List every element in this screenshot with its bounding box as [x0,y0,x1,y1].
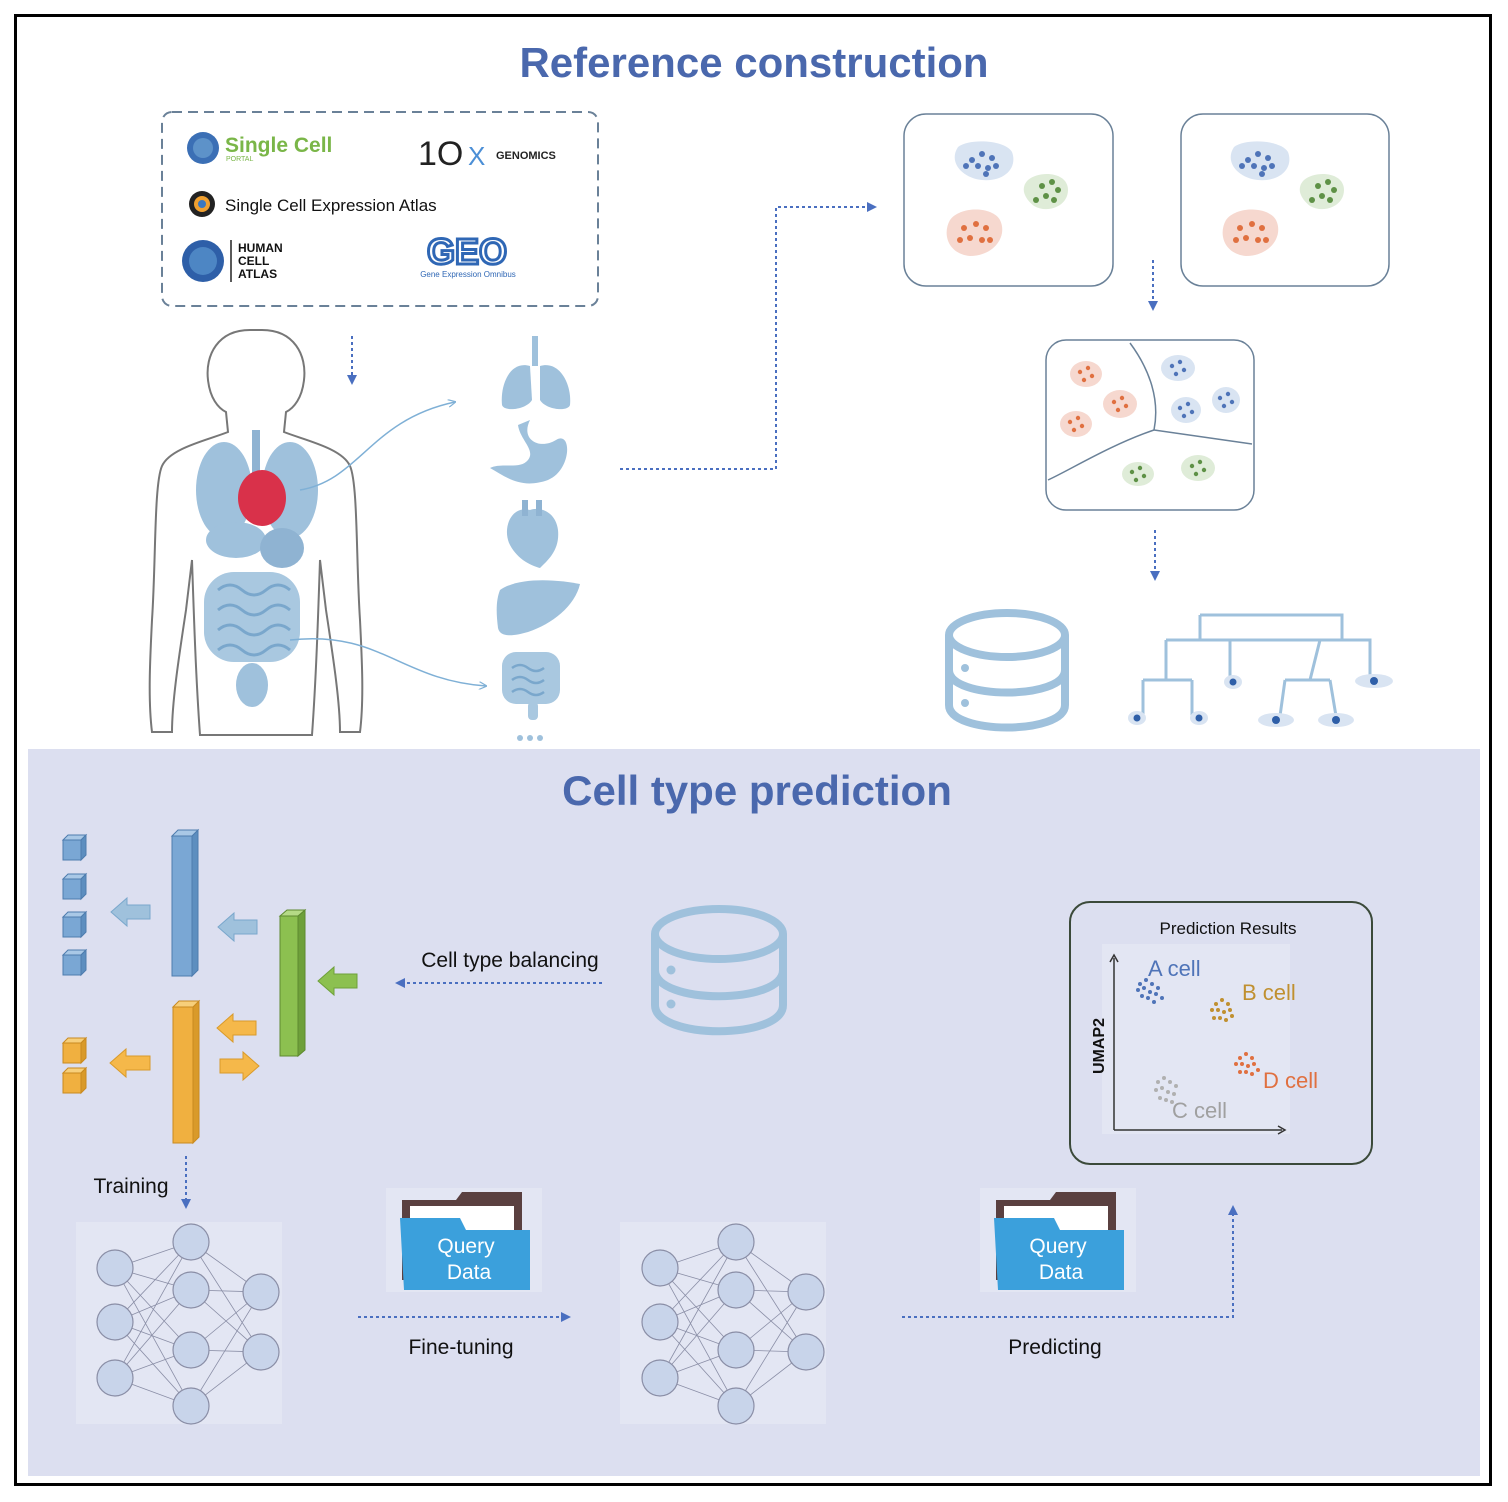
sc-atlas-text: Single Cell Expression Atlas [225,196,437,215]
dataset2-blue-dots [1239,151,1275,177]
cell-type-hierarchy-tree [1141,613,1372,717]
geo-sub-text: Gene Expression Omnibus [420,270,516,279]
integrated-green-dots [1129,459,1207,483]
dataset-box-2 [1180,113,1390,287]
arrow-organs-to-datasets [620,202,877,470]
b-cell-cluster [1210,998,1234,1022]
lungs-icon [501,336,571,410]
sc-expression-atlas-logo: Single Cell Expression Atlas [189,191,437,217]
c-cell-cluster [1154,1076,1178,1104]
reference-title: Reference construction [519,39,988,86]
reference-database-icon [945,609,1069,732]
c-cell-label: C cell [1172,1098,1227,1123]
hca-line3: ATLAS [238,267,277,281]
query-data-2-line2: Data [1039,1261,1084,1284]
arrow-body-to-intestine [289,638,486,686]
human-cell-atlas-logo: HUMAN CELL ATLAS [182,240,283,282]
organ-column [490,336,580,741]
prediction-results-panel: Prediction Results UMAP2 A cell B cell D… [1069,901,1373,1165]
orange-arrow-right [219,1050,260,1082]
green-input-bar [278,908,307,1058]
query-data-folder-2: Query Data [980,1188,1136,1292]
dataset-box-1 [903,113,1114,287]
arrow-body-to-lungs [299,402,455,491]
prediction-results-title: Prediction Results [1159,919,1296,938]
blue-arrow-left-1 [110,896,151,928]
dataset2-green-dots [1309,179,1337,203]
query-data-1-line2: Data [447,1261,492,1284]
single-cell-portal-sub: PORTAL [226,156,253,163]
tenx-genomics-logo: 1O X GENOMICS [418,135,556,173]
intestine-icon [502,652,560,720]
blue-arrow-left-2 [217,911,258,943]
predicting-label: Predicting [1008,1336,1101,1359]
balanced-database-icon [651,905,787,1036]
heart-icon [506,500,559,568]
dataset1-green-dots [1033,179,1061,203]
a-cell-label: A cell [1148,956,1201,981]
hca-line1: HUMAN [238,241,283,255]
human-body-illustration [148,329,364,736]
tree-leaf-cells [1128,674,1393,727]
dataset2-orange-dots [1233,221,1269,243]
hca-line2: CELL [238,254,269,268]
training-label: Training [93,1175,168,1198]
cell-type-balancing-label: Cell type balancing [421,949,598,972]
fine-tuning-label: Fine-tuning [408,1336,513,1359]
single-cell-text: Single Cell [225,134,332,157]
more-organs-ellipsis [517,735,543,741]
neural-network-pretrained [76,1222,282,1425]
query-data-1-line1: Query [437,1235,495,1258]
tenx-genomics-text: GENOMICS [496,150,556,162]
integrated-blue-dots [1169,359,1235,419]
integrated-clusters-box [1045,339,1255,511]
geo-text: GEO [427,231,507,272]
orange-arrow-left-2 [109,1047,151,1079]
block-arrows [109,896,358,1082]
query-data-2-line1: Query [1029,1235,1087,1258]
green-arrow-left [317,965,358,997]
liver-icon [496,580,580,636]
output-cubes-orange [61,1036,88,1095]
dataset1-orange-dots [957,221,993,243]
prediction-title: Cell type prediction [562,767,952,814]
tenx-x: X [468,141,485,171]
orange-layer-bar [171,999,201,1145]
neural-network-finetuned [620,1222,826,1425]
tenx-number: 1O [418,135,463,173]
d-cell-label: D cell [1263,1068,1318,1093]
a-cell-cluster [1136,978,1164,1004]
blue-layer-bar [170,828,200,978]
arrow-predicting [902,1205,1238,1318]
stomach-icon [490,420,568,484]
umap2-axis-label: UMAP2 [1091,1018,1108,1074]
geo-logo: GEO Gene Expression Omnibus [420,230,516,280]
dataset1-blue-dots [963,151,999,177]
query-data-folder-1: Query Data [386,1188,542,1292]
b-cell-label: B cell [1242,980,1296,1005]
output-cubes-blue [61,833,88,977]
d-cell-cluster [1234,1052,1260,1076]
data-sources-box: Single Cell PORTAL 1O X GENOMICS Single … [161,111,599,307]
single-cell-portal-logo: Single Cell PORTAL [187,132,332,164]
orange-arrow-left-1 [216,1012,257,1044]
integrated-orange-dots [1067,365,1129,433]
